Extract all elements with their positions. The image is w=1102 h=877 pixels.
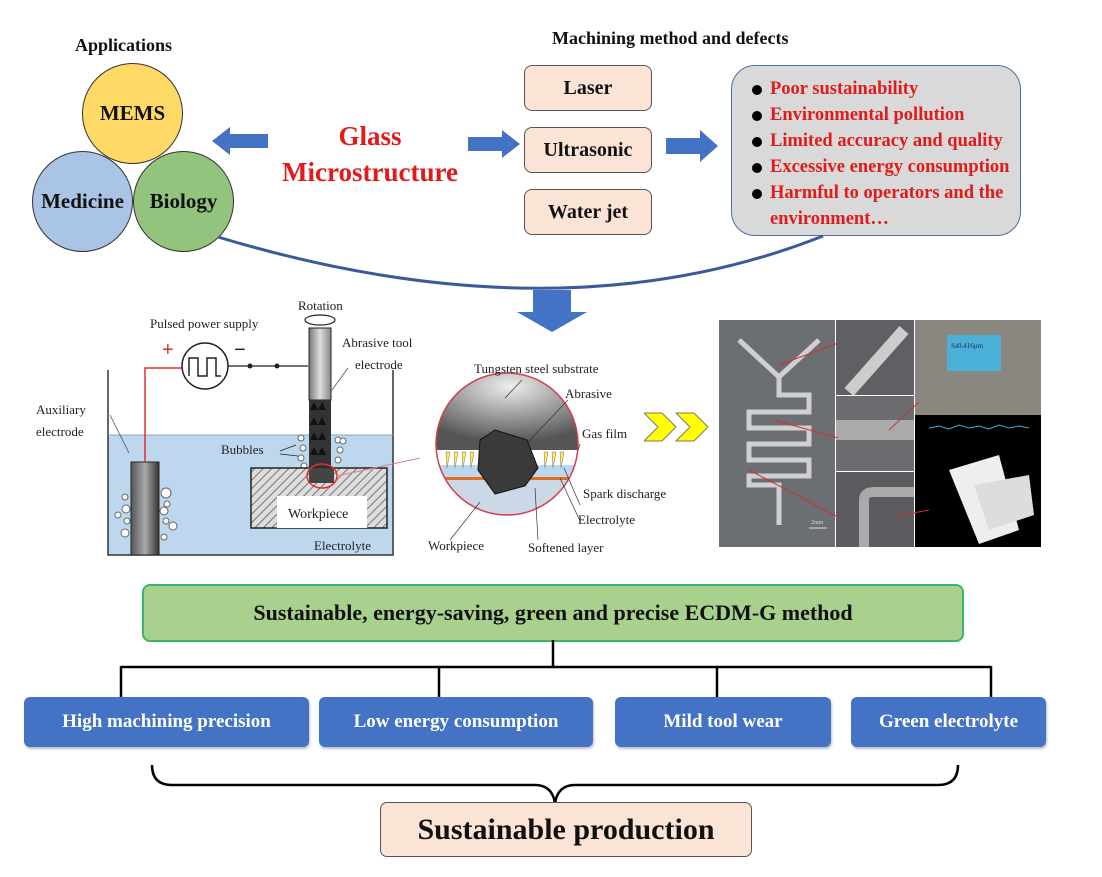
- benefit-mild-wear: Mild tool wear: [615, 697, 831, 747]
- tree-connectors: [119, 640, 993, 697]
- application-medicine: Medicine: [32, 151, 133, 252]
- defect-item: Limited accuracy and quality: [752, 128, 1020, 154]
- electrolyte-label: Electrolyte: [578, 512, 635, 527]
- method-ultrasonic: Ultrasonic: [524, 127, 652, 173]
- arrow-left-icon: [212, 127, 268, 155]
- defect-text: Harmful to operators and the: [770, 183, 1004, 203]
- workpiece-label: Workpiece: [288, 507, 348, 522]
- benefit-label: Low energy consumption: [353, 711, 559, 732]
- aux-label-1: Auxiliary: [36, 402, 86, 417]
- arrow-right-icon: [468, 130, 520, 158]
- tool-label-1: Abrasive tool: [342, 335, 413, 350]
- method-laser-label: Laser: [563, 76, 613, 99]
- bubbles-label: Bubbles: [221, 442, 264, 457]
- minus-sign: −: [234, 339, 246, 361]
- electrolyte-label: Electrolyte: [314, 538, 371, 553]
- defect-text: Excessive energy consumption: [770, 157, 1010, 177]
- plus-sign: +: [162, 339, 174, 361]
- application-medicine-label: Medicine: [41, 189, 124, 213]
- detail-zoom-diagram: Tungsten steel substrate Abrasive Gas fi…: [428, 361, 666, 555]
- micrograph-panel: Sa0.416μm 2mm: [719, 320, 1041, 547]
- brace-icon: [150, 765, 960, 804]
- application-mems-label: MEMS: [99, 101, 166, 125]
- softened-label: Softened layer: [528, 540, 604, 555]
- defect-continuation: environment…: [770, 209, 889, 229]
- defect-item: Environmental pollution: [752, 102, 1020, 128]
- rotation-label: Rotation: [298, 298, 343, 313]
- substrate-label: Tungsten steel substrate: [474, 361, 599, 376]
- power-supply-label: Pulsed power supply: [150, 316, 259, 331]
- roughness-label: Sa0.416μm: [951, 342, 984, 350]
- title-line-2: Microstructure: [282, 157, 458, 187]
- defect-item: Excessive energy consumption: [752, 154, 1020, 180]
- ecdm-schematic: + − Rotation Pulsed power supply Abrasiv…: [36, 298, 420, 556]
- bullet-icon: [752, 163, 762, 173]
- application-biology: Biology: [133, 151, 234, 252]
- gas-film-label: Gas film: [582, 426, 627, 441]
- chevron-right-icon: [644, 412, 709, 442]
- bullet-icon: [752, 85, 762, 95]
- spark-label: Spark discharge: [583, 486, 666, 501]
- glass-microstructure-title: Glass Microstructure: [270, 118, 470, 190]
- benefit-label: Green electrolyte: [878, 711, 1019, 732]
- roughness-highlight: [947, 335, 1001, 371]
- method-title-box: Sustainable, energy-saving, green and pr…: [142, 584, 964, 642]
- defect-item: Harmful to operators and the environment…: [752, 180, 1020, 232]
- defects-box: Poor sustainability Environmental pollut…: [731, 65, 1021, 236]
- application-mems: MEMS: [82, 63, 183, 164]
- defect-text: Poor sustainability: [770, 79, 919, 99]
- benefit-low-energy: Low energy consumption: [319, 697, 593, 747]
- bullet-icon: [752, 137, 762, 147]
- method-title: Sustainable, energy-saving, green and pr…: [253, 600, 853, 625]
- defects-list: Poor sustainability Environmental pollut…: [752, 76, 1020, 232]
- application-biology-label: Biology: [149, 189, 218, 213]
- method-ultrasonic-label: Ultrasonic: [543, 138, 633, 161]
- arrow-right-icon: [666, 130, 718, 162]
- bullet-icon: [752, 111, 762, 121]
- method-water-jet: Water jet: [524, 189, 652, 235]
- benefit-green-electrolyte: Green electrolyte: [851, 697, 1046, 747]
- defect-text: Limited accuracy and quality: [770, 131, 1003, 151]
- arrow-down-icon: [517, 290, 587, 332]
- benefit-high-precision: High machining precision: [24, 697, 309, 747]
- connector-curve: [217, 234, 824, 332]
- workpiece-label: Workpiece: [428, 538, 484, 553]
- bullet-icon: [752, 189, 762, 199]
- benefit-label: High machining precision: [62, 711, 271, 732]
- scale-bar-label: 2mm: [811, 520, 824, 526]
- result-label: Sustainable production: [417, 812, 715, 846]
- abrasive-label: Abrasive: [565, 386, 612, 401]
- tool-label-2: electrode: [355, 357, 403, 372]
- applications-title: Applications: [75, 35, 173, 55]
- defect-item: Poor sustainability: [752, 76, 1020, 102]
- method-laser: Laser: [524, 65, 652, 111]
- abrasive-grain: [477, 429, 539, 495]
- rotation-icon: [304, 314, 336, 326]
- machining-title: Machining method and defects: [552, 28, 789, 48]
- defect-text: Environmental pollution: [770, 105, 965, 125]
- aux-label-2: electrode: [36, 424, 84, 439]
- method-water-jet-label: Water jet: [547, 200, 629, 223]
- result-box: Sustainable production: [380, 802, 752, 857]
- title-line-1: Glass: [338, 121, 402, 151]
- benefit-label: Mild tool wear: [663, 711, 783, 732]
